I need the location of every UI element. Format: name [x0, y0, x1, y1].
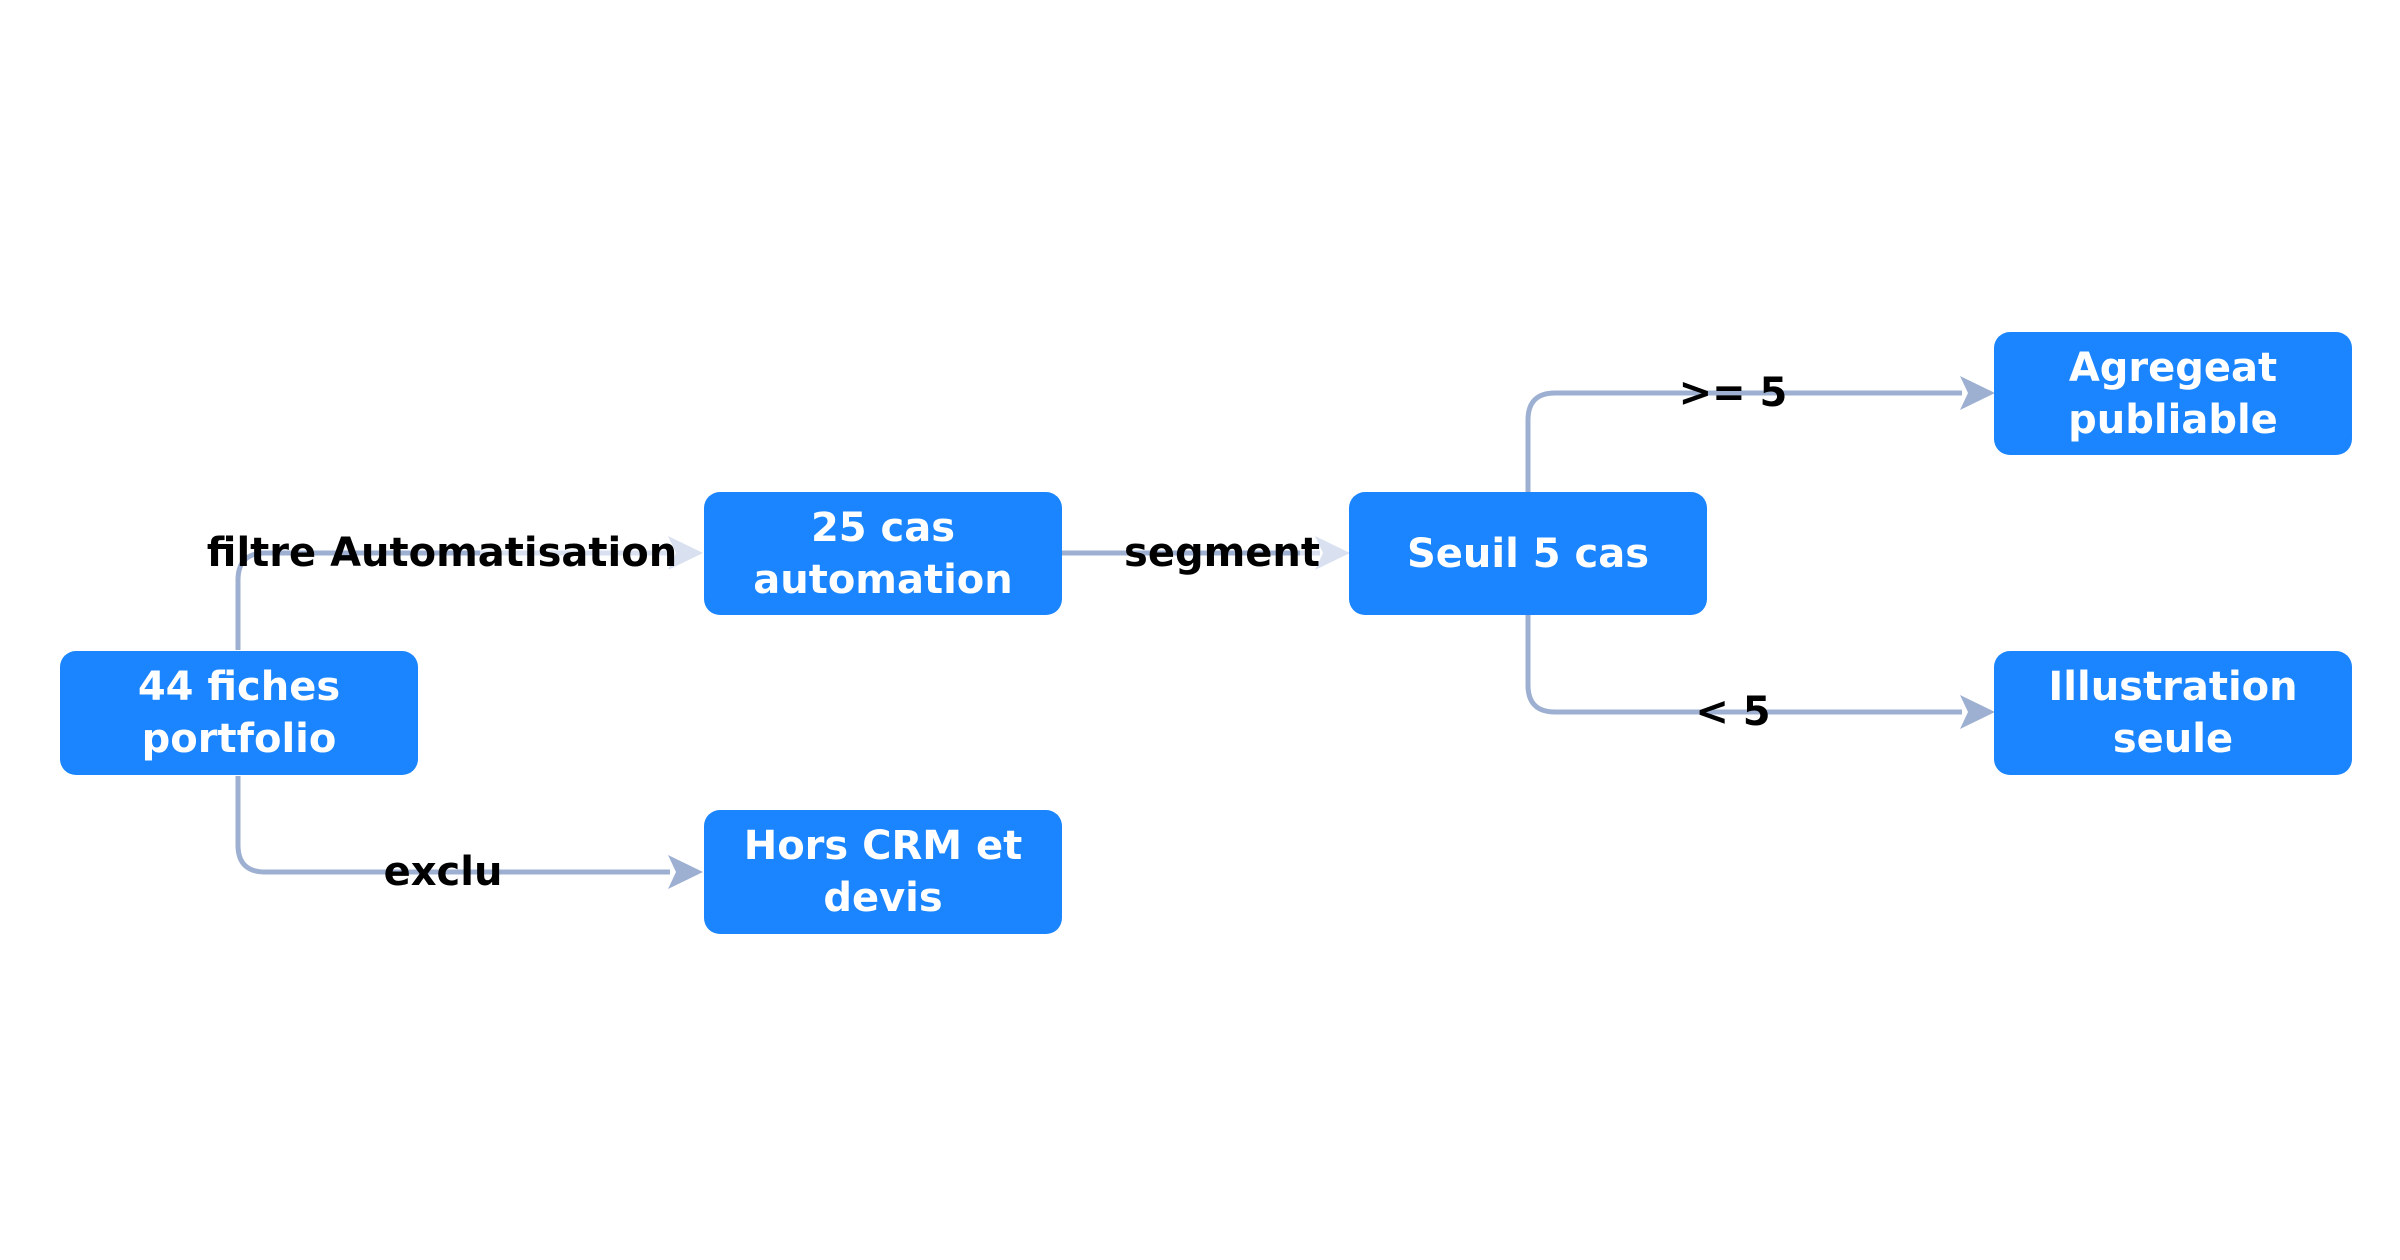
node-excluded: Hors CRM et devis — [704, 810, 1062, 934]
node-automation: 25 cas automation — [704, 492, 1062, 615]
edge-label-segment: segment — [1124, 530, 1320, 576]
node-threshold: Seuil 5 cas — [1349, 492, 1707, 615]
node-portfolio-label: 44 fiches portfolio — [137, 664, 341, 762]
node-aggregate: Agregeat publiable — [1994, 332, 2352, 455]
edge-threshold-to-illustration — [1525, 614, 1962, 715]
edge-label-gte5: >= 5 — [1678, 370, 1788, 416]
node-aggregate-label: Agregeat publiable — [2068, 344, 2278, 443]
node-illustration-label: Illustration seule — [2048, 664, 2298, 762]
node-automation-label: 25 cas automation — [753, 504, 1013, 603]
edge-label-lt5: < 5 — [1695, 689, 1771, 735]
node-portfolio: 44 fiches portfolio — [60, 651, 418, 775]
arrowhead-aggregate — [1960, 376, 1995, 410]
arrowhead-threshold — [1315, 536, 1350, 570]
node-excluded-label: Hors CRM et devis — [743, 823, 1023, 921]
node-threshold-label: Seuil 5 cas — [1406, 530, 1650, 577]
edge-label-excluded: exclu — [383, 849, 503, 895]
edge-portfolio-to-excluded — [235, 776, 670, 875]
node-illustration: Illustration seule — [1994, 651, 2352, 775]
edge-threshold-to-aggregate — [1525, 390, 1962, 492]
edge-label-filter: filtre Automatisation — [206, 530, 678, 576]
arrowhead-illustration — [1960, 695, 1995, 729]
arrowhead-automation — [668, 536, 703, 570]
edge-portfolio-to-automation — [235, 550, 670, 650]
arrowhead-excluded — [668, 855, 703, 889]
